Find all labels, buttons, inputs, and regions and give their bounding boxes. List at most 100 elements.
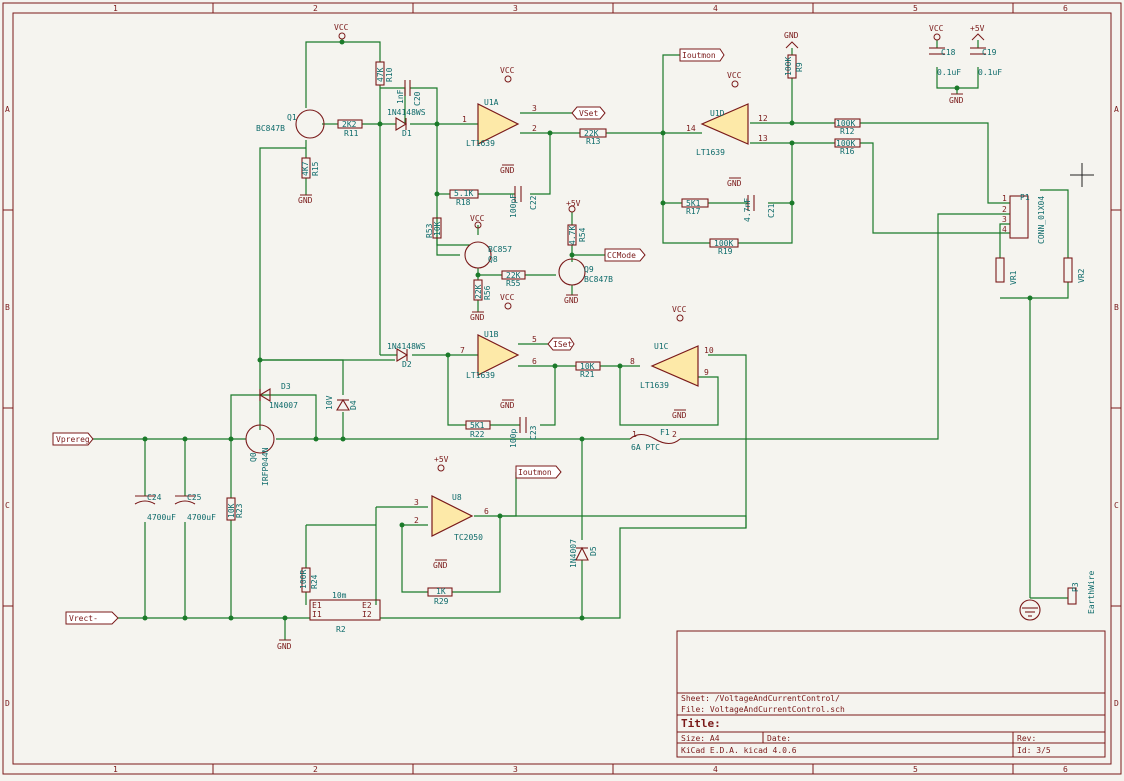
r29-val: 1K — [436, 587, 446, 596]
p1-pin: 3 — [1002, 215, 1007, 224]
c18-val: 0.1uF — [937, 68, 961, 77]
u8-pin: 3 — [414, 498, 419, 507]
p3-val: EarthWire — [1087, 570, 1096, 614]
r55-ref: R55 — [506, 279, 521, 288]
c24-val: 4700uF — [147, 513, 176, 522]
title-block-text: Sheet: /VoltageAndCurrentControl/ File: … — [681, 694, 1051, 755]
net-ioutmon-bottom: Ioutmon — [518, 468, 552, 477]
u1d-ref: U1D — [710, 109, 725, 118]
title-label: Title: — [681, 717, 721, 730]
crosshair-cursor — [1070, 163, 1094, 187]
vprereg-flag — [52, 432, 94, 446]
col-label: 1 — [113, 765, 118, 774]
gnd-label: GND — [727, 179, 742, 188]
net-vrect: Vrect- — [69, 614, 98, 623]
r23-ref: R23 — [235, 503, 244, 518]
p1-pin: 2 — [1002, 205, 1007, 214]
r12-val: 100K — [836, 119, 855, 128]
net-labels: Vprereg Vrect- Ioutmon Ioutmon VSet ISet… — [52, 48, 725, 625]
vr1-ref: VR1 — [1009, 270, 1018, 285]
u1a-ref: U1A — [484, 98, 499, 107]
q9-val: BC847B — [584, 275, 613, 284]
d4-ref: D4 — [349, 400, 358, 410]
u1d-val: LT1639 — [696, 148, 725, 157]
u1a-pin: 3 — [532, 104, 537, 113]
p5v-label: +5V — [434, 455, 449, 464]
col-label: 5 — [913, 765, 918, 774]
grid-labels: 1 2 3 4 5 6 1 2 3 4 5 6 A B C D A B C D — [5, 4, 1119, 774]
f1-pin: 1 — [632, 430, 637, 439]
d3-ref: D3 — [281, 382, 291, 391]
r2-val: 10m — [332, 591, 347, 600]
r11-ref: R11 — [344, 129, 359, 138]
r11-val: 2K2 — [342, 120, 357, 129]
u1b-val: LT1639 — [466, 371, 495, 380]
u8-val: TC2050 — [454, 533, 483, 542]
r21-val: 10K — [580, 362, 595, 371]
r22-val: 5K1 — [470, 421, 485, 430]
r23-val: 10K — [227, 503, 236, 518]
c21-ref: C21 — [767, 203, 776, 218]
row-label: D — [1114, 699, 1119, 708]
row-label: B — [5, 303, 10, 312]
c20-ref: C20 — [413, 91, 422, 106]
r16-ref: R16 — [840, 147, 855, 156]
r9-ref: R9 — [795, 62, 804, 72]
r21-ref: R21 — [580, 370, 595, 379]
u1c-opamp — [650, 345, 699, 387]
d5-ref: D5 — [589, 546, 598, 556]
u8-pin: 6 — [484, 507, 489, 516]
p1-ref: P1 — [1020, 193, 1030, 202]
r53-val: 10K — [433, 221, 442, 236]
q9-ref: Q9 — [584, 265, 594, 274]
p1-val: CONN_01X04 — [1037, 196, 1046, 244]
file-name: File: VoltageAndCurrentControl.sch — [681, 705, 845, 714]
kicad-label: KiCad E.D.A. kicad 4.0.6 — [681, 746, 797, 755]
r18-val: 5.1K — [454, 189, 473, 198]
r56-val: 22K — [474, 284, 483, 299]
c22-ref: C22 — [529, 195, 538, 210]
r15-val: 4K7 — [301, 161, 310, 176]
gnd-label: GND — [470, 313, 485, 322]
iset-flag — [547, 337, 575, 351]
u1a-pin: 1 — [462, 115, 467, 124]
f1-val: 6A PTC — [631, 443, 660, 452]
gnd-label: GND — [298, 196, 313, 205]
r53-ref: R53 — [425, 223, 434, 238]
d1-ref: D1 — [402, 129, 412, 138]
gnd-label: GND — [500, 401, 515, 410]
col-label: 4 — [713, 765, 718, 774]
r13-ref: R13 — [586, 137, 601, 146]
net-ioutmon-top: Ioutmon — [682, 51, 716, 60]
col-label: 6 — [1063, 4, 1068, 13]
r22-ref: R22 — [470, 430, 485, 439]
vcc-label: VCC — [929, 24, 944, 33]
f1-pin: 2 — [672, 430, 677, 439]
d3-val: 1N4007 — [269, 401, 298, 410]
p1-pin: 4 — [1002, 225, 1007, 234]
f1-ref: F1 — [660, 428, 670, 437]
r10-ref: R10 — [385, 67, 394, 82]
net-vset: VSet — [579, 109, 598, 118]
u1b-ref: U1B — [484, 330, 499, 339]
u8-pin: 2 — [414, 516, 419, 525]
vcc-label: VCC — [500, 293, 515, 302]
ioutmon-flag-top — [679, 48, 725, 62]
ioutmon-flag-bottom — [515, 465, 562, 479]
r12-ref: R12 — [840, 127, 855, 136]
vcc-label: VCC — [470, 214, 485, 223]
r24-ref: R24 — [310, 574, 319, 589]
c21-val: 4.7nF — [743, 198, 752, 222]
u1a-val: LT1639 — [466, 139, 495, 148]
q8-ref: Q8 — [488, 255, 498, 264]
p5v-label: +5V — [566, 199, 581, 208]
r16-val: 100K — [836, 139, 855, 148]
gnd-label: GND — [784, 31, 799, 40]
q1-val: BC847B — [256, 124, 285, 133]
r10-val: 47K — [376, 67, 385, 82]
r55-val: 22K — [506, 271, 521, 280]
p3-ref: P3 — [1071, 582, 1080, 592]
